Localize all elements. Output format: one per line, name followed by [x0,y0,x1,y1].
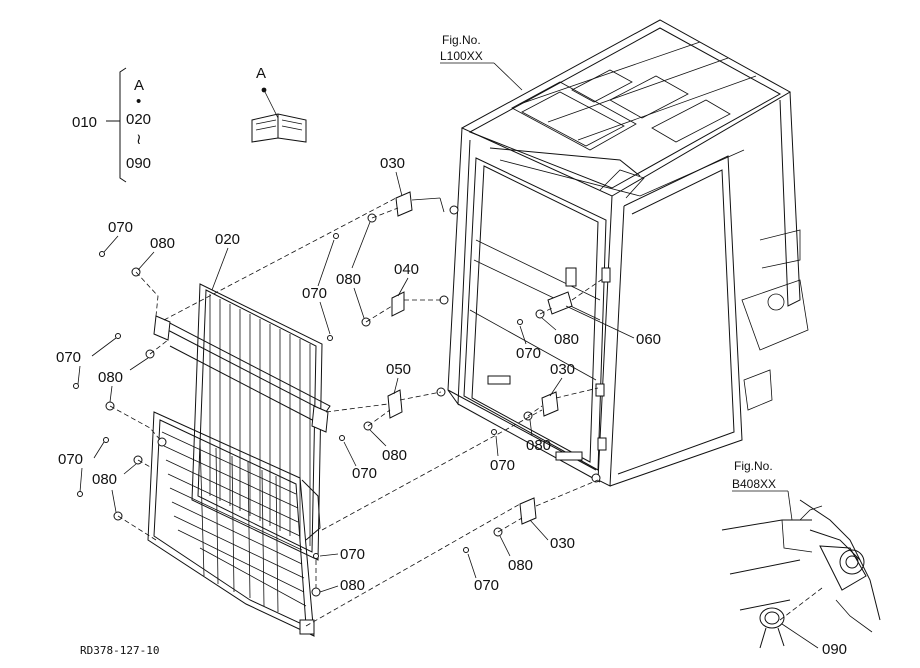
callout-080-2: 080 [336,271,361,288]
callout-040: 040 [394,261,419,278]
callout-070-3: 070 [56,349,81,366]
cab-frame [436,19,809,487]
legend-marker-a: A [134,77,144,94]
callout-070-2: 070 [302,285,327,302]
hardware [73,213,545,597]
detail-view [721,499,881,649]
legend-range-start: 020 [126,111,151,128]
fig-ref-cab-code: L100XX [440,49,483,63]
callout-080-3: 080 [98,369,123,386]
bracket-040 [391,291,405,317]
bracket-060 [547,291,573,315]
fig-ref-detail: Fig.No. B408XX [732,459,793,521]
callout-080-7: 080 [526,437,551,454]
callout-050: 050 [386,361,411,378]
callout-090: 090 [822,641,847,658]
callout-080-8: 080 [508,557,533,574]
callout-030-low: 030 [550,535,575,552]
callout-010: 010 [72,114,97,131]
callout-070-5: 070 [352,465,377,482]
fig-ref-cab-label: Fig.No. [442,33,481,47]
callout-020: 020 [215,231,240,248]
bracket-030-low [519,497,537,525]
legend-range-end: 090 [126,155,151,172]
callout-070-1: 070 [108,219,133,236]
callout-030-top: 030 [380,155,405,172]
legend-dot: • [136,93,141,110]
book-icon: A [251,65,307,143]
callout-080-6: 080 [554,331,579,348]
callout-labels: 020 030 040 050 060 030 030 090 070 070 … [56,155,847,658]
callout-080-1: 080 [150,235,175,252]
callout-080-5: 080 [382,447,407,464]
fig-ref-detail-code: B408XX [732,477,776,491]
callout-080-4: 080 [92,471,117,488]
callout-030-mid: 030 [550,361,575,378]
legend-range-separator: ≀ [136,131,142,148]
callout-060: 060 [636,331,661,348]
callout-080-9: 080 [340,577,365,594]
book-marker-a: A [256,65,266,82]
callout-070-8: 070 [474,577,499,594]
fig-ref-detail-label: Fig.No. [734,459,773,473]
drawing-code: RD378-127-10 [80,644,159,657]
callout-070-9: 070 [340,546,365,563]
grille-part-020 [153,283,331,561]
assembly-lines [109,197,605,627]
lower-guard [147,411,321,637]
callout-070-7: 070 [490,457,515,474]
fig-ref-cab: Fig.No. L100XX [440,33,523,91]
callout-070-4: 070 [58,451,83,468]
bracket-050 [387,389,403,419]
bracket-030-top [395,191,445,217]
callout-070-6: 070 [516,345,541,362]
pin-part-090 [759,587,823,649]
legend-bracket: 010 A • 020 ≀ 090 [72,67,151,183]
